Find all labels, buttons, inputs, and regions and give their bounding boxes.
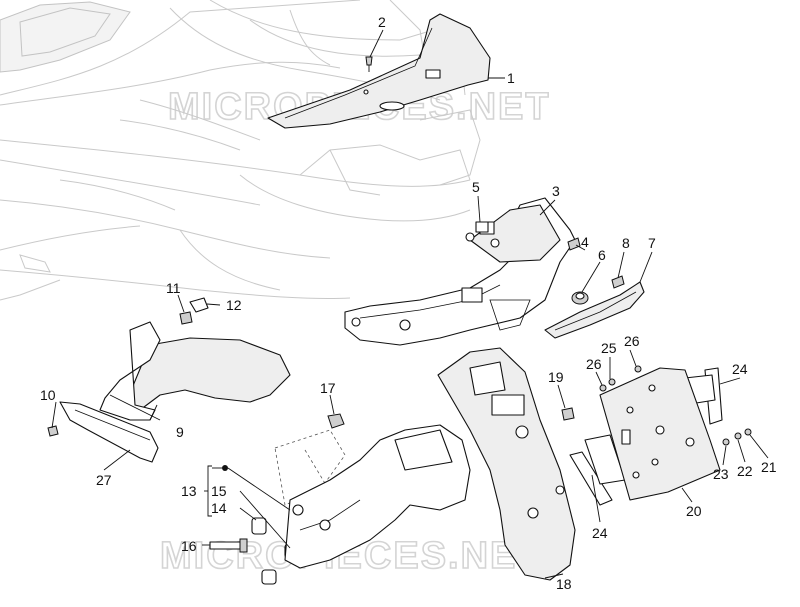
license-plate-bracket	[599, 367, 721, 501]
callout-25: 25	[601, 340, 617, 356]
callout-1: 1	[507, 70, 515, 86]
screw-part-10	[47, 425, 59, 437]
callout-5: 5	[472, 179, 480, 195]
license-plate-holder	[284, 347, 576, 581]
callout-labels: 1 2 3 4 5 6 7 8 9 10 11 12 13 14 15 16 1…	[40, 14, 777, 592]
callout-27: 27	[96, 472, 112, 488]
callout-10: 10	[40, 387, 56, 403]
bolt-part-11	[179, 311, 193, 325]
callout-26-upper: 26	[624, 333, 640, 349]
reflector-part-7	[544, 281, 645, 339]
callout-24-upper: 24	[732, 361, 748, 377]
bolt-part-16	[209, 538, 248, 553]
callout-9: 9	[176, 424, 184, 440]
clip-part-12	[189, 297, 209, 313]
support-bracket-part-27	[59, 401, 159, 463]
screw-part-2	[365, 56, 373, 72]
callout-20: 20	[686, 503, 702, 519]
callout-2: 2	[378, 14, 386, 30]
callout-16: 16	[181, 538, 197, 554]
callout-11: 11	[166, 280, 181, 296]
callout-17: 17	[320, 380, 336, 396]
group-bracket-13-15	[204, 465, 291, 549]
screw-part-19	[561, 407, 575, 421]
scooter-body-outline	[0, 0, 481, 301]
callout-18: 18	[556, 576, 572, 592]
clip-part-5	[475, 221, 489, 233]
nut-part-8	[611, 275, 625, 289]
callout-3: 3	[552, 183, 560, 199]
callout-14: 14	[211, 500, 227, 516]
callout-12: 12	[226, 297, 242, 313]
callout-23: 23	[713, 466, 729, 482]
callout-22: 22	[737, 463, 753, 479]
rear-mudguard	[99, 321, 291, 421]
callout-4: 4	[581, 234, 589, 250]
fastener-set	[599, 365, 752, 446]
callout-6: 6	[598, 247, 606, 263]
callout-15: 15	[211, 483, 227, 499]
callout-13: 13	[181, 483, 197, 499]
nut-part-17	[327, 413, 345, 429]
callout-8: 8	[622, 235, 630, 251]
callout-19: 19	[548, 369, 564, 385]
rear-cover	[267, 13, 491, 129]
callout-7: 7	[648, 235, 656, 251]
grommet-part-6	[571, 291, 589, 305]
callout-26-lower: 26	[586, 356, 602, 372]
callout-21: 21	[761, 459, 777, 475]
callout-24-lower: 24	[592, 525, 608, 541]
screw-part-4	[567, 237, 581, 251]
leader-lines	[51, 29, 769, 579]
